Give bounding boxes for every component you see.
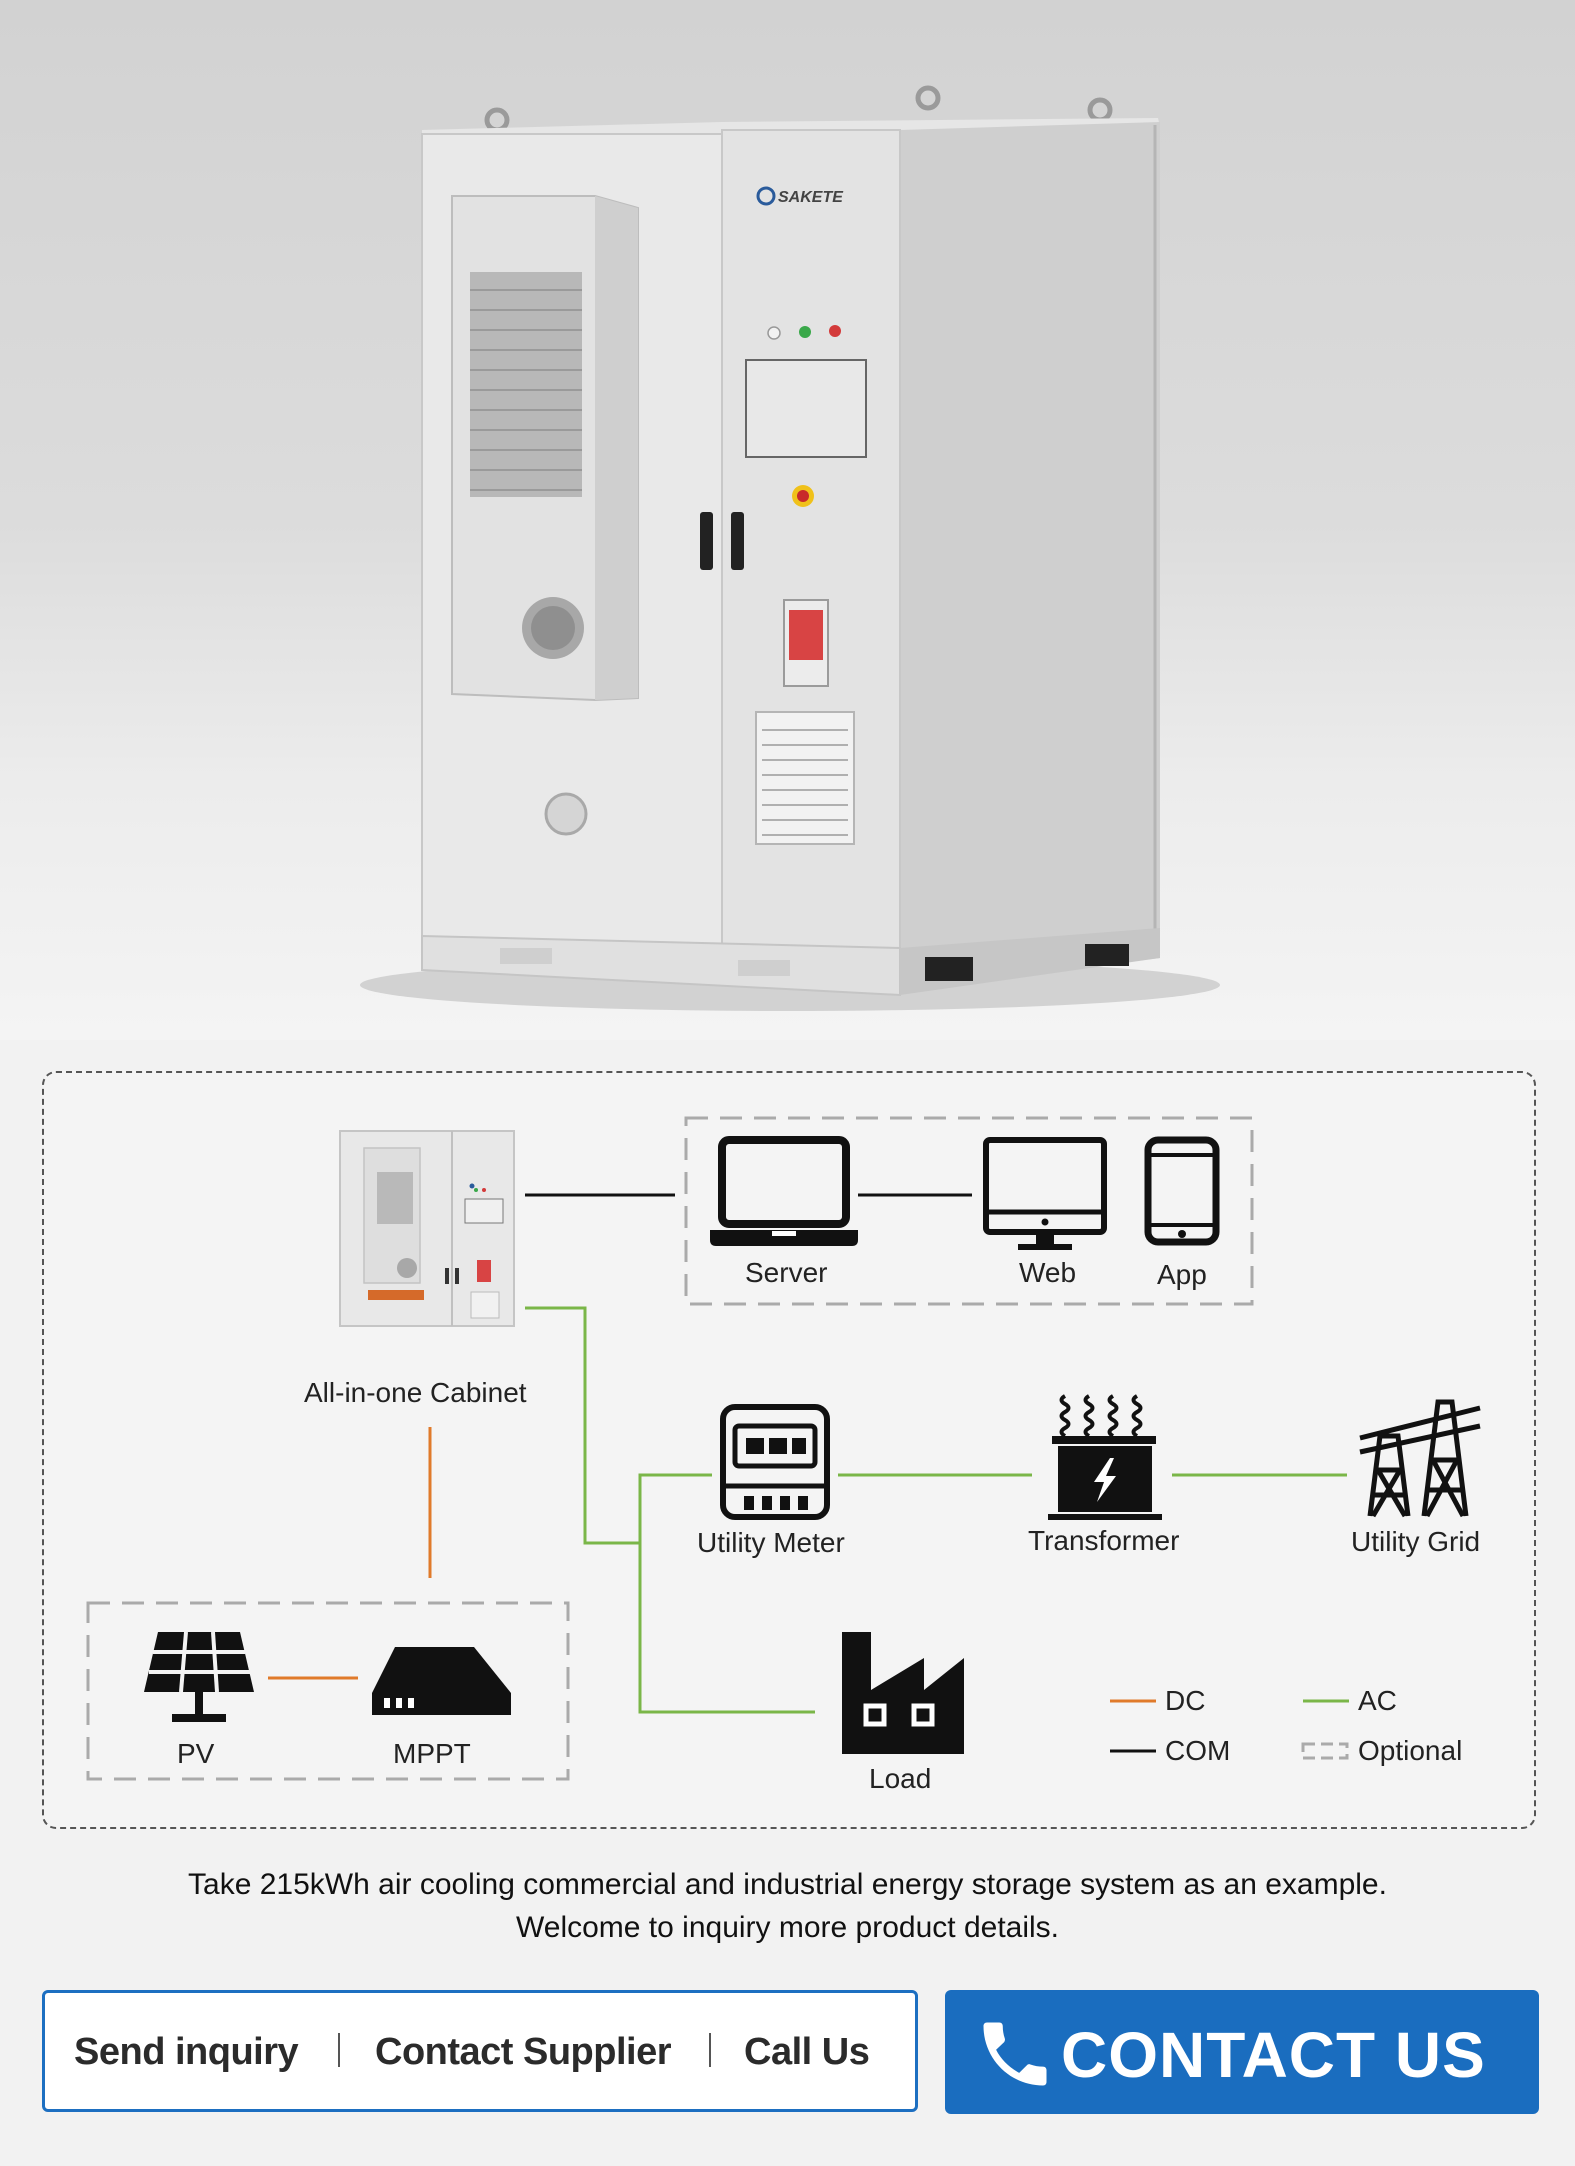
laptop-icon xyxy=(710,1136,858,1246)
action-separator xyxy=(338,2033,340,2067)
monitor-icon xyxy=(983,1137,1107,1250)
contact-supplier-link[interactable]: Contact Supplier xyxy=(375,2031,672,2073)
cabinet-render: SAKETE xyxy=(360,85,1220,1011)
label-pv: PV xyxy=(177,1738,215,1769)
ac-line-bus xyxy=(638,1473,815,1714)
legend-optional-swatch xyxy=(1301,1742,1349,1760)
hero-product-image: SAKETE xyxy=(0,0,1575,1040)
label-cabinet: All-in-one Cabinet xyxy=(304,1377,527,1408)
label-load: Load xyxy=(869,1763,932,1794)
label-mppt: MPPT xyxy=(393,1738,471,1769)
utility-meter-icon xyxy=(720,1404,830,1520)
contact-us-button[interactable]: CONTACT US xyxy=(945,1990,1539,2114)
label-utility-grid: Utility Grid xyxy=(1351,1526,1481,1557)
legend-optional-label: Optional xyxy=(1358,1735,1463,1766)
solar-panel-icon xyxy=(144,1631,254,1722)
brand-logo: SAKETE xyxy=(778,189,844,206)
label-transformer: Transformer xyxy=(1028,1525,1180,1556)
label-utility-meter: Utility Meter xyxy=(697,1527,845,1558)
phone-handset-icon xyxy=(983,2022,1047,2086)
legend-ac-label: AC xyxy=(1358,1685,1397,1716)
optional-group-pv xyxy=(86,1601,570,1781)
cabinet-thumbnail xyxy=(339,1130,515,1327)
transformer-icon xyxy=(1048,1394,1162,1520)
legend-dc-label: DC xyxy=(1165,1685,1206,1716)
label-app: App xyxy=(1157,1259,1207,1290)
factory-icon xyxy=(842,1632,964,1754)
contact-us-label: CONTACT US xyxy=(1061,2019,1486,2091)
caption-line-1: Take 215kWh air cooling commercial and i… xyxy=(188,1868,1387,1901)
action-bar: Send inquiry Contact Supplier Call Us xyxy=(42,1990,918,2112)
label-server: Server xyxy=(745,1257,828,1288)
ac-line-cabinet xyxy=(525,1306,640,1545)
optional-group-monitoring xyxy=(684,1116,1254,1306)
call-us-link[interactable]: Call Us xyxy=(744,2031,870,2073)
caption-line-2: Welcome to inquiry more product details. xyxy=(515,1911,1060,1944)
system-diagram-frame xyxy=(42,1071,1536,1829)
phone-icon xyxy=(1144,1136,1220,1246)
send-inquiry-link[interactable]: Send inquiry xyxy=(74,2031,299,2073)
action-separator xyxy=(709,2033,711,2067)
power-tower-icon xyxy=(1359,1399,1481,1518)
mppt-device-icon xyxy=(372,1647,511,1715)
legend-com-label: COM xyxy=(1165,1735,1231,1766)
label-web: Web xyxy=(1019,1257,1077,1288)
